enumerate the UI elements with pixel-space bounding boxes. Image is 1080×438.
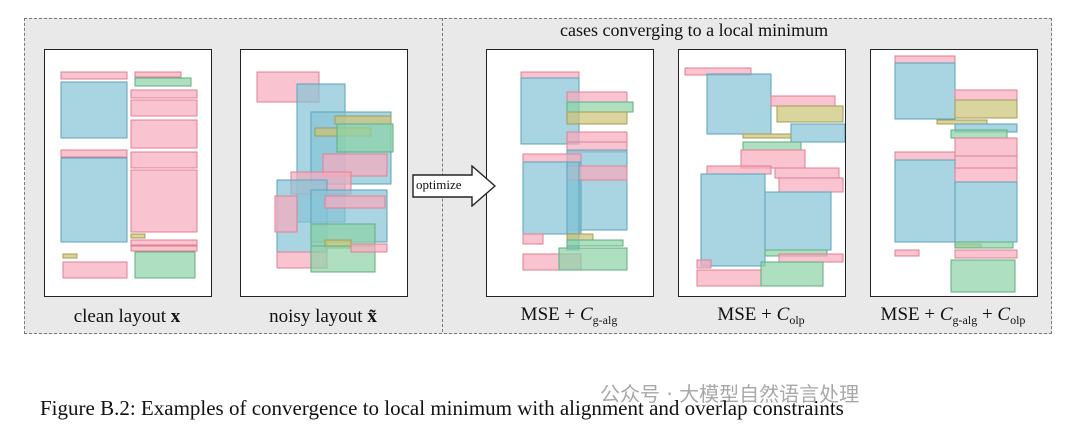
layout-element — [566, 131, 628, 143]
layout-element — [566, 91, 628, 103]
layout-element — [936, 119, 988, 125]
watermark-text: 公众号 · 大模型自然语言处理 — [600, 382, 860, 406]
layout-element — [954, 99, 1018, 119]
layout-element — [62, 253, 78, 259]
layout-element — [350, 243, 388, 253]
layout-element — [706, 73, 772, 135]
layout-element — [740, 149, 806, 169]
layout-element — [950, 129, 1008, 139]
alg-result-frame — [486, 49, 654, 297]
layout-element — [566, 239, 624, 247]
layout-element — [130, 245, 198, 252]
layout-element — [894, 159, 956, 243]
alg-result-caption: MSE + Cg-alg — [520, 304, 618, 327]
layout-element — [566, 233, 594, 241]
clean-layout-canvas — [60, 71, 198, 279]
layout-element — [60, 149, 128, 158]
layout-element — [62, 261, 128, 279]
layout-element — [770, 95, 836, 107]
clean-layout-frame — [44, 49, 212, 297]
layout-element — [566, 101, 634, 113]
right-group-header: cases converging to a local minimum — [560, 20, 829, 40]
layout-element — [760, 261, 824, 287]
layout-element — [696, 259, 712, 269]
layout-element — [566, 111, 628, 125]
layout-element — [130, 119, 198, 149]
olp-result-caption: MSE + Colp — [717, 304, 805, 327]
layout-element — [954, 181, 1018, 243]
layout-element — [130, 99, 198, 117]
layout-element — [894, 62, 956, 120]
combined-result-caption: MSE + Cg-alg + Colp — [880, 304, 1026, 327]
layout-element — [700, 173, 766, 267]
layout-element — [134, 71, 182, 78]
optimize-label: optimize — [416, 177, 462, 192]
alg-result-canvas — [520, 71, 634, 271]
layout-element — [130, 239, 198, 246]
layout-element — [130, 233, 146, 239]
olp-result-canvas — [684, 67, 845, 287]
layout-element — [322, 153, 388, 177]
layout-element — [522, 233, 544, 245]
noisy-layout-canvas — [256, 71, 394, 273]
layout-element — [520, 71, 580, 79]
layout-element — [790, 123, 845, 143]
layout-element — [130, 151, 198, 169]
layout-element — [558, 247, 628, 271]
layout-element — [894, 249, 920, 257]
layout-element — [134, 251, 196, 279]
layout-element — [324, 195, 386, 209]
layout-element — [706, 165, 772, 175]
layout-element — [954, 137, 1018, 157]
noisy-layout-caption: noisy layout x̃ — [269, 306, 377, 327]
layout-element — [742, 141, 802, 151]
layout-element — [774, 167, 840, 179]
combined-result-frame — [870, 49, 1038, 297]
layout-element — [522, 153, 582, 163]
olp-result-frame — [678, 49, 846, 297]
layout-element — [130, 89, 198, 99]
layout-element — [954, 249, 1018, 259]
layout-element — [742, 133, 792, 139]
layout-element — [954, 155, 1018, 169]
layout-element — [60, 157, 128, 243]
layout-element — [274, 195, 298, 233]
layout-element — [60, 71, 128, 80]
layout-element — [776, 105, 844, 123]
noisy-layout-frame — [240, 49, 408, 297]
combined-result-canvas — [894, 55, 1018, 293]
layout-element — [954, 241, 1014, 249]
arrow-icon — [412, 164, 497, 208]
layout-element — [696, 269, 762, 287]
layout-element — [336, 123, 394, 153]
layout-element — [954, 167, 1018, 183]
layout-element — [778, 253, 844, 263]
clean-layout-caption: clean layout x — [73, 306, 181, 327]
layout-element — [60, 81, 128, 139]
layout-element — [894, 55, 956, 64]
figure-caption: Figure B.2: Examples of convergence to l… — [40, 396, 844, 420]
layout-element — [950, 259, 1016, 293]
layout-element — [130, 169, 198, 233]
layout-element — [334, 115, 392, 125]
optimize-arrow: optimize — [412, 164, 497, 208]
layout-element — [954, 89, 1018, 101]
layout-element — [764, 191, 832, 251]
layout-element — [778, 177, 844, 193]
layout-element — [894, 151, 956, 161]
layout-element — [134, 77, 192, 87]
